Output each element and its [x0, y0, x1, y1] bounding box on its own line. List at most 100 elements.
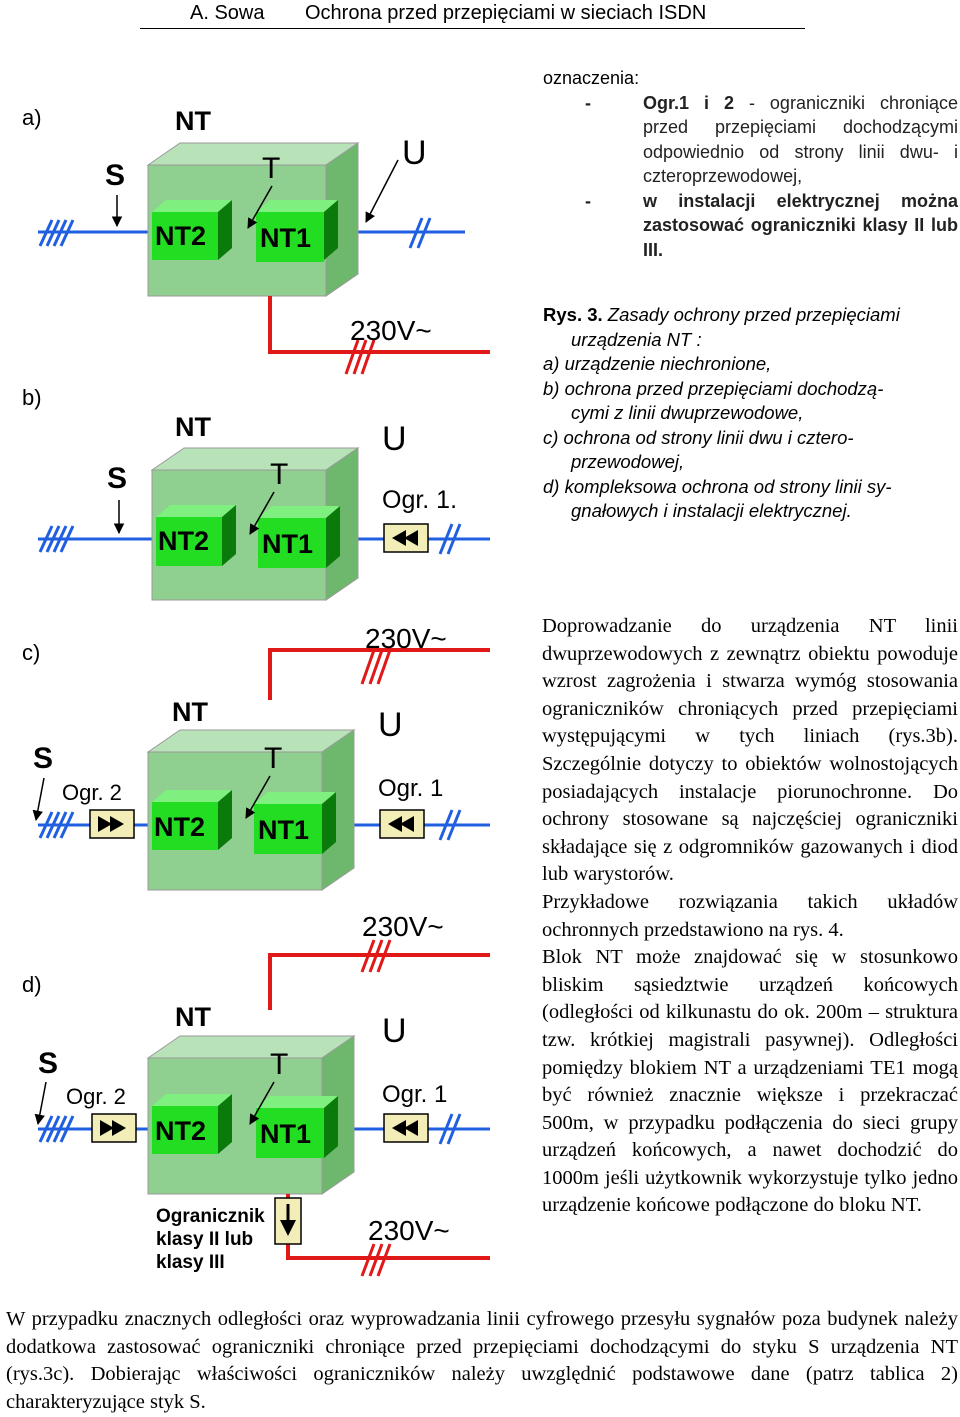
four-wire-mark — [38, 811, 75, 839]
diagram-b-label: b) — [22, 385, 42, 410]
diagram-c-label: c) — [22, 640, 40, 665]
body-text-right: Doprowadzanie do urządzenia NT linii dwu… — [542, 613, 958, 1220]
nt1-module — [254, 804, 322, 854]
caption-lead: Rys. 3. — [543, 304, 603, 325]
paragraph-1: Doprowadzanie do urządzenia NT linii dwu… — [542, 615, 958, 886]
t-pointer — [249, 491, 275, 535]
legend: oznaczenia: -Ogr.1 i 2 - ograniczniki ch… — [543, 66, 958, 262]
nt2-module — [152, 802, 218, 850]
voltage-bottom-label: 230V~ — [368, 1215, 450, 1246]
nt2-module — [156, 517, 222, 566]
voltage-label: 230V~ — [365, 623, 447, 654]
paragraph-3: Blok NT może znajdować się w stosunkowo … — [542, 946, 958, 1217]
s-label: S — [33, 742, 53, 775]
caption-line-5: cymi z linii dwuprzewodowe, — [571, 402, 804, 423]
ogr1-label: Ogr. 1 — [382, 1081, 447, 1108]
nt-label: NT — [175, 1002, 211, 1032]
nt1-module — [258, 518, 326, 568]
nt2-module — [152, 1106, 218, 1154]
nt1-label: NT1 — [262, 529, 313, 559]
body-text-bottom: W przypadku znacznych odległości oraz wy… — [6, 1306, 958, 1416]
nt-label: NT — [175, 412, 211, 442]
nt1-label: NT1 — [260, 1119, 311, 1149]
u-pointer — [365, 159, 399, 223]
diagram-b: b) 230V~ NT2 NT1 NT S T U Ogr. 1. — [22, 296, 490, 601]
voltage-top-label: 230V~ — [362, 911, 444, 942]
diagram-d: d) 230V~ NT2 NT1 NT S Ogr. 2 T U Ogr. — [22, 911, 490, 1277]
power-line — [268, 648, 490, 700]
caption-line-1: Zasady ochrony przed przepięciami — [602, 304, 900, 325]
paragraph-2: Przykładowe rozwiązania takich układów o… — [542, 890, 958, 941]
nt1-label: NT1 — [258, 815, 309, 845]
power-three-wire-mark — [360, 1243, 392, 1277]
voltage-label: 230V~ — [350, 315, 432, 346]
t-pointer — [245, 775, 271, 819]
nt2-label: NT2 — [154, 812, 205, 842]
diagram-d-label: d) — [22, 972, 42, 997]
two-wire-mark — [438, 809, 462, 841]
nt-label: NT — [172, 697, 208, 727]
power-three-wire-mark — [360, 649, 392, 685]
legend-item-2-text: w instalacji elektrycznej można zastosow… — [643, 190, 958, 260]
t-label: T — [262, 152, 280, 185]
t-pointer — [249, 1081, 275, 1125]
ogr1-label: Ogr. 1 — [378, 775, 443, 802]
caption-line-3: a) urządzenie niechronione, — [543, 353, 772, 374]
caption-line-9: gnałowych i instalacji elektrycznej. — [571, 500, 852, 521]
figure-caption: Rys. 3. Zasady ochrony przed przepięciam… — [543, 303, 958, 524]
u-label: U — [382, 1012, 407, 1050]
two-wire-mark — [438, 523, 462, 555]
two-wire-mark — [438, 1113, 462, 1145]
power-line-top — [268, 953, 490, 1010]
header-author: A. Sowa — [190, 2, 265, 24]
t-pointer — [247, 185, 273, 229]
ogr2-label: Ogr. 2 — [66, 1084, 126, 1109]
nt1-module — [256, 212, 324, 262]
nt1-module — [256, 1108, 324, 1158]
nt2-label: NT2 — [158, 526, 209, 556]
legend-item-2: -w instalacji elektrycznej można zastoso… — [585, 190, 958, 260]
limiter-label-line-3: klasy III — [156, 1252, 225, 1273]
four-wire-mark — [38, 219, 75, 247]
power-three-wire-mark — [344, 339, 376, 375]
nt2-label: NT2 — [155, 221, 206, 251]
u-label: U — [378, 706, 403, 744]
s-label: S — [105, 159, 125, 192]
ogr1-label: Ogr. 1. — [382, 486, 457, 514]
nt-box-top — [146, 142, 360, 166]
page-header: A. Sowa Ochrona przed przepięciami w sie… — [140, 2, 805, 29]
caption-line-2: urządzenia NT : — [571, 328, 702, 350]
four-wire-mark — [38, 1115, 75, 1143]
nt2-module — [152, 212, 218, 260]
nt2-label: NT2 — [155, 1116, 206, 1146]
t-label: T — [264, 742, 282, 775]
caption-line-7: przewodowej, — [571, 451, 685, 472]
u-label: U — [382, 420, 407, 458]
figure-3-diagrams: a) NT2 NT1 NT S T U b) 230V~ — [22, 105, 490, 1277]
t-label: T — [270, 458, 288, 491]
s-label: S — [38, 1047, 58, 1080]
s-label: S — [107, 462, 127, 495]
caption-line-8: d) kompleksowa ochrona od strony linii s… — [543, 475, 892, 497]
legend-item-1-text: - ograniczniki chroniące przed przepięci… — [643, 92, 958, 187]
caption-line-6: c) ochrona od strony linii dwu i cztero- — [543, 426, 854, 448]
diagram-a-label: a) — [22, 105, 42, 130]
s-pointer — [32, 777, 45, 822]
diagram-c: c) 230V~ NT2 NT1 NT S Ogr. 2 T U Ogr. — [22, 623, 490, 891]
legend-title: oznaczenia: — [543, 68, 640, 88]
nt-label: NT — [175, 106, 211, 136]
paragraph-4: W przypadku znacznych odległości oraz wy… — [6, 1308, 958, 1413]
four-wire-mark — [38, 525, 75, 553]
u-label: U — [402, 134, 427, 172]
two-wire-mark — [408, 217, 432, 249]
header-title: Ochrona przed przepięciami w sieciach IS… — [305, 2, 707, 24]
s-pointer — [34, 1081, 47, 1126]
power-three-wire-mark — [360, 939, 392, 973]
caption-line-4: b) ochrona przed przepięciami dochodzą- — [543, 377, 884, 399]
legend-item-1-lead: Ogr.1 i 2 — [643, 92, 734, 113]
limiter-label-line-1: Ogranicznik — [156, 1206, 265, 1227]
nt1-label: NT1 — [260, 223, 311, 253]
limiter-label-line-2: klasy II lub — [156, 1229, 253, 1250]
power-line — [268, 296, 490, 354]
legend-item-1: -Ogr.1 i 2 - ograniczniki chroniące prze… — [585, 92, 958, 187]
